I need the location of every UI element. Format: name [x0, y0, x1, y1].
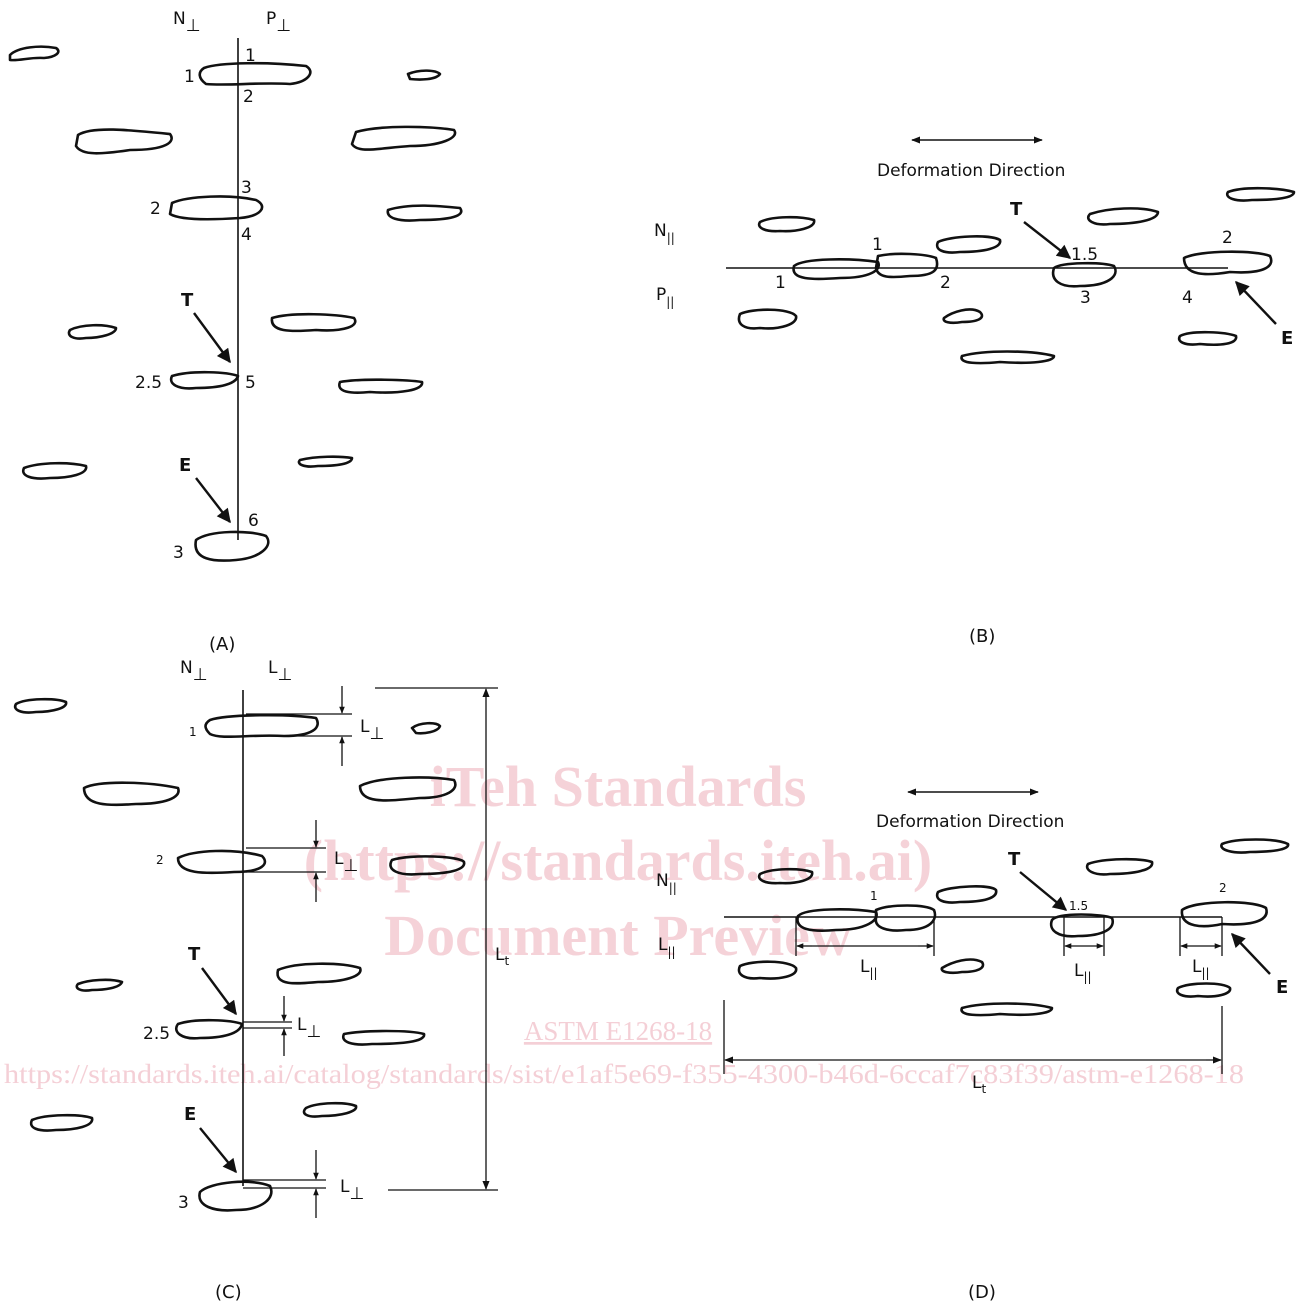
l-perp-label-4: L⊥	[340, 1177, 364, 1204]
tangent-label-c: T	[188, 944, 201, 965]
object-number-1-c: 1	[189, 725, 197, 739]
dimension-l-perp-3: L⊥	[243, 996, 321, 1056]
intersection-6-a: 6	[248, 511, 259, 531]
object-number-1-5-b: 1.5	[1071, 245, 1098, 265]
label-l-par-d: L||	[658, 935, 676, 959]
caption-b: (B)	[969, 626, 995, 647]
tangent-arrow-c	[201, 967, 237, 1016]
dimension-l-par-1: L||	[795, 917, 935, 980]
panel-a: N⊥ P⊥ 1 2 2.5 3 1 2 3 4 5 6 T E	[8, 9, 463, 655]
dimension-lt-c: Lt	[375, 687, 509, 1191]
end-label-c: E	[184, 1104, 196, 1125]
object-number-1-a: 1	[184, 67, 195, 87]
l-perp-label-2: L⊥	[334, 849, 358, 876]
l-perp-label-1: L⊥	[360, 717, 384, 744]
label-n-perp-c: N⊥	[180, 658, 208, 685]
label-p-par-b: P||	[656, 285, 674, 309]
panel-b: Deformation Direction N|| P|| 1 1.5 2 1 …	[654, 136, 1296, 647]
object-number-2-5-a: 2.5	[135, 373, 162, 393]
object-number-1-5-d: 1.5	[1069, 899, 1088, 913]
label-n-perp-a: N⊥	[173, 9, 201, 36]
watermark-doc-id: ASTM E1268-18	[524, 1016, 712, 1046]
intersection-1-b: 1	[775, 273, 786, 293]
end-label-a: E	[179, 455, 191, 476]
intersection-1-a: 1	[245, 46, 256, 66]
intersection-3-a: 3	[241, 178, 252, 198]
object-number-2-a: 2	[150, 199, 161, 219]
inclusion-particles-a	[8, 45, 463, 562]
end-label-d: E	[1276, 977, 1288, 998]
dimension-l-par-3: L||	[1179, 917, 1223, 980]
object-number-3-c: 3	[178, 1193, 189, 1213]
dimension-l-perp-1: L⊥	[246, 686, 384, 766]
object-number-2-5-c: 2.5	[143, 1024, 170, 1044]
intersection-4-a: 4	[241, 225, 252, 245]
caption-a: (A)	[209, 634, 235, 655]
object-number-1-b: 1	[872, 235, 883, 255]
tangent-arrow-a	[193, 312, 231, 364]
intersection-2-b: 2	[940, 273, 951, 293]
tangent-arrow-d	[1019, 871, 1068, 911]
watermark-line-2: (https://standards.iteh.ai)	[304, 828, 932, 893]
object-number-2-c: 2	[156, 853, 164, 867]
tangent-label-d: T	[1008, 849, 1021, 870]
watermark-url: https://standards.iteh.ai/catalog/standa…	[4, 1059, 1244, 1089]
object-number-2-b: 2	[1222, 228, 1233, 248]
tangent-label-b: T	[1010, 199, 1023, 220]
end-label-b: E	[1281, 328, 1293, 349]
label-n-par-d: N||	[656, 871, 677, 895]
intersection-5-a: 5	[245, 373, 256, 393]
object-number-1-d: 1	[870, 889, 878, 903]
panel-c: N⊥ L⊥ 1 2 2.5 3 L⊥	[13, 658, 509, 1303]
dimension-l-perp-2: L⊥	[246, 820, 358, 902]
l-par-label-3: L||	[1192, 957, 1210, 980]
dimension-lt-d: Lt	[723, 1000, 1223, 1096]
inclusion-particles-d	[737, 838, 1290, 1017]
tangent-label-a: T	[181, 290, 194, 311]
intersection-2-a: 2	[243, 87, 254, 107]
panel-d: Deformation Direction N|| L|| 1 1.5 2	[656, 788, 1290, 1303]
dimension-l-perp-4: L⊥	[243, 1150, 364, 1218]
label-p-perp-a: P⊥	[266, 9, 291, 36]
end-arrow-b	[1235, 280, 1277, 325]
inclusion-particles-b	[737, 186, 1296, 365]
l-par-label-1: L||	[860, 957, 878, 980]
end-arrow-d	[1231, 932, 1271, 975]
intersection-3-b: 3	[1080, 288, 1091, 308]
lt-label-d: Lt	[972, 1073, 986, 1096]
object-number-3-a: 3	[173, 543, 184, 563]
caption-c: (C)	[215, 1282, 242, 1303]
label-l-perp-c: L⊥	[268, 658, 292, 685]
end-arrow-a	[195, 477, 231, 524]
intersection-4-b: 4	[1182, 288, 1193, 308]
watermark-line-3: Document Preview	[384, 903, 852, 968]
watermark-line-1: iTeh Standards	[430, 754, 807, 819]
caption-d: (D)	[968, 1282, 996, 1303]
l-perp-label-3: L⊥	[297, 1015, 321, 1042]
object-number-2-d: 2	[1219, 881, 1227, 895]
tangent-arrow-b	[1023, 221, 1072, 259]
deformation-label-b: Deformation Direction	[877, 161, 1065, 181]
l-par-label-2: L||	[1074, 961, 1092, 984]
label-n-par-b: N||	[654, 221, 675, 245]
lt-label-c: Lt	[495, 945, 509, 968]
deformation-label-d: Deformation Direction	[876, 812, 1064, 832]
watermark: iTeh Standards (https://standards.iteh.a…	[4, 754, 1244, 1089]
dimension-l-par-2: L||	[1063, 917, 1105, 984]
end-arrow-c	[199, 1127, 237, 1174]
